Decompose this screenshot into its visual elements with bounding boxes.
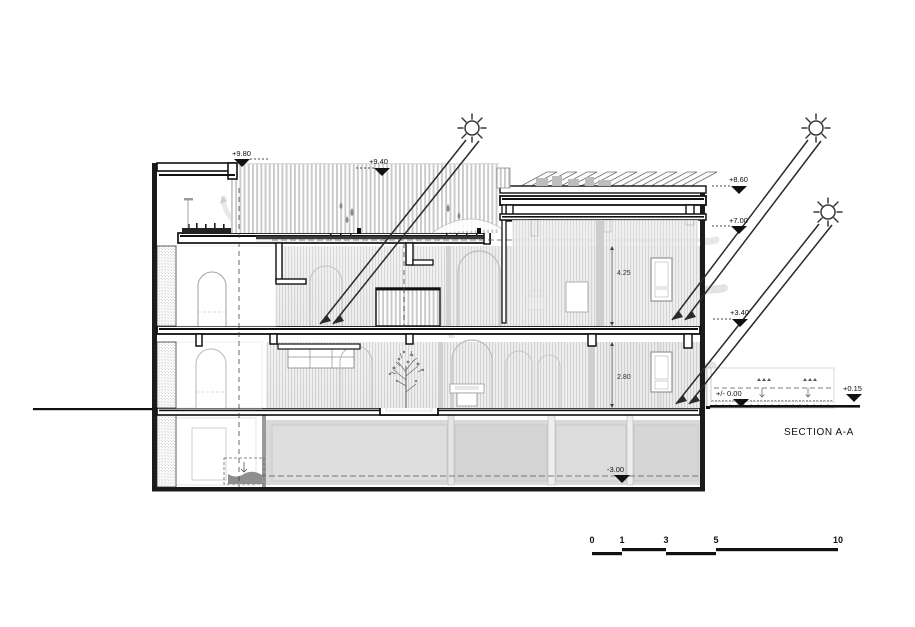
ground-floor-level (156, 338, 700, 409)
left-parapet (156, 162, 238, 228)
level-label-015: +0.15 (843, 384, 862, 393)
sun-icon-2 (801, 113, 831, 143)
first-floor-slab (156, 325, 701, 350)
building-envelope (152, 163, 705, 492)
counter-furniture (449, 383, 485, 407)
sun-symbols-group (457, 113, 843, 227)
sun-icon-1 (457, 113, 487, 143)
ground-line-left (33, 408, 153, 411)
scale-tick-3: 3 (663, 535, 668, 545)
scale-tick-1: 1 (619, 535, 624, 545)
room-height-dimensions (610, 246, 614, 408)
section-title: SECTION A-A (784, 427, 854, 438)
level-label-m300: -3.00 (607, 465, 624, 474)
sun-ray-arrowheads (320, 311, 700, 404)
louver-screen (375, 287, 441, 327)
solar-panel-array (496, 167, 718, 326)
room-height-upper: 4.25 (617, 270, 631, 277)
level-label-980: +9.80 (232, 149, 251, 158)
scale-tick-10: 10 (833, 535, 843, 545)
scale-tick-0: 0 (589, 535, 594, 545)
scale-tick-5: 5 (713, 535, 718, 545)
basement-level (156, 414, 700, 488)
tree-symbol (388, 350, 425, 408)
level-markers: +9.80 +9.40 +8.60 +7.00 +3.40 +/- 0.00 +… (232, 149, 862, 483)
level-label-340: +3.40 (730, 308, 749, 317)
level-label-700: +7.00 (729, 216, 748, 225)
level-label-000: +/- 0.00 (716, 389, 742, 398)
rain-droplet-symbols (339, 202, 461, 223)
sun-icon-3 (813, 197, 843, 227)
scale-bar: 0 1 3 5 10 (589, 535, 843, 556)
axis-dashed-lines (238, 188, 405, 487)
level-label-940: +9.40 (369, 157, 388, 166)
room-height-lower: 2.80 (617, 374, 631, 381)
roof-vertical-screen (231, 163, 503, 234)
level-label-860: +8.60 (729, 175, 748, 184)
right-garden (705, 367, 860, 409)
planting-symbols (757, 378, 817, 398)
